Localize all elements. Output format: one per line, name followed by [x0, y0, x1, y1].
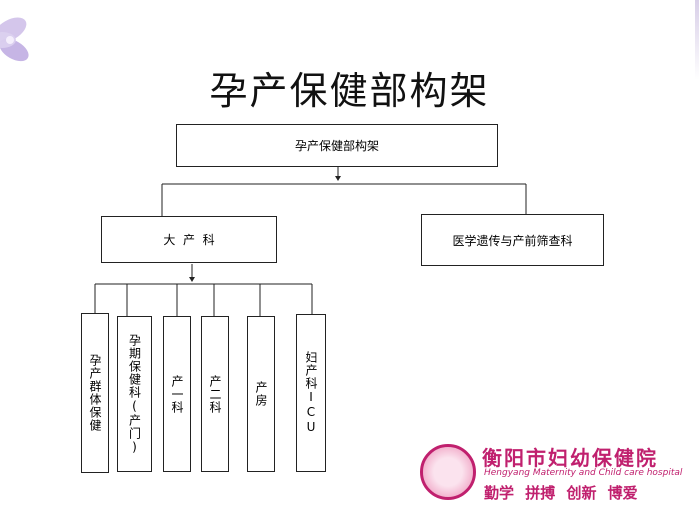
node-obstetrics-2-label: 产二科 — [208, 374, 222, 414]
node-obstetrics-label: 大 产 科 — [163, 233, 215, 247]
flower-decoration — [0, 17, 29, 62]
hospital-emblem-icon — [420, 444, 476, 500]
node-prenatal-clinic: 孕期保健科(产门) — [117, 316, 152, 472]
hospital-name-en: Hengyang Maternity and Child care hospit… — [484, 468, 683, 478]
node-delivery-room: 产房 — [247, 316, 275, 472]
hospital-motto: 勤学 拼搏 创新 博爱 — [484, 484, 638, 502]
node-obstetrics-2: 产二科 — [201, 316, 229, 472]
right-edge-decoration — [695, 0, 699, 80]
node-obstetrics-1: 产一科 — [163, 316, 191, 472]
node-obstetrics-1-label: 产一科 — [170, 374, 184, 414]
root-node: 孕产保健部构架 — [176, 124, 498, 167]
hospital-name: 衡阳市妇幼保健院 — [482, 446, 658, 470]
hospital-logo: 衡阳市妇幼保健院 Hengyang Maternity and Child ca… — [420, 440, 695, 510]
node-delivery-room-label: 产房 — [254, 381, 268, 407]
node-genetics-screening-label: 医学遗传与产前筛查科 — [452, 233, 573, 248]
node-group-health-label: 孕产群体保健 — [88, 354, 102, 432]
node-obgyn-icu: 妇产科ICU — [296, 314, 326, 472]
slide-title: 孕产保健部构架 — [209, 69, 490, 113]
node-obstetrics: 大 产 科 — [101, 216, 277, 263]
node-genetics-screening: 医学遗传与产前筛查科 — [421, 214, 604, 266]
node-obgyn-icu-label: 妇产科ICU — [304, 351, 318, 435]
root-node-label: 孕产保健部构架 — [294, 139, 379, 153]
node-group-health: 孕产群体保健 — [81, 313, 109, 473]
node-prenatal-clinic-label: 孕期保健科(产门) — [127, 333, 142, 455]
